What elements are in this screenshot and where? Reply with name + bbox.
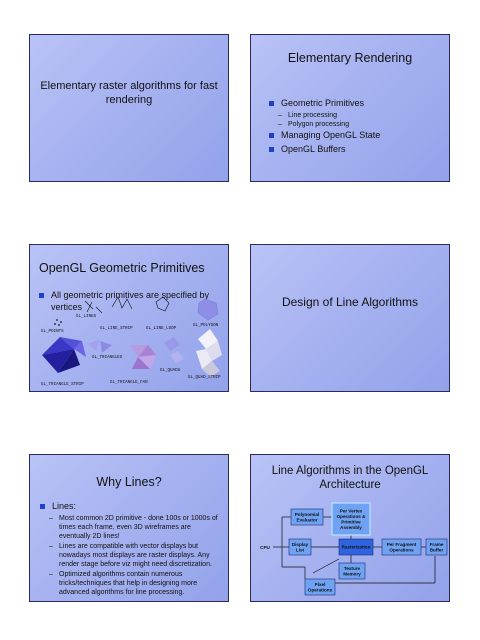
slide-1: Elementary raster algorithms for fast re…: [29, 34, 229, 182]
quads-figure: [164, 337, 184, 363]
label-gl-polygon: GL_POLYGON: [193, 324, 219, 328]
texture-memory-label: Memory: [343, 571, 361, 576]
slide-title: Why Lines?: [96, 475, 162, 489]
line-loop-figure: [155, 296, 170, 312]
slide-4: Design of Line Algorithms: [250, 244, 450, 392]
polynomial-evaluator-label: Evaluator: [297, 517, 318, 522]
slide-title: Design of Line Algorithms: [281, 295, 419, 309]
bullet-item: Geometric Primitives: [269, 97, 443, 109]
per-fragment-label: Per Fragment: [387, 542, 417, 547]
display-list-label: List: [296, 547, 305, 552]
sub-bullet-item: Most common 2D primitive - done 100s or …: [49, 514, 222, 541]
bullet-item: Managing OpenGL State: [269, 129, 443, 141]
pixel-operations-label: Pixel: [315, 582, 326, 587]
label-gl-triangle-fan: GL_TRIANGLE_FAN: [110, 381, 148, 385]
label-gl-triangles: GL_TRIANGLES: [92, 356, 123, 360]
frame-buffer-label: Frame: [430, 542, 444, 547]
label-gl-triangle-strip: GL_TRIANGLE_STRIP: [41, 383, 84, 387]
bullet-item: All geometric primitives are specified b…: [39, 289, 220, 313]
bullet-list: Lines: Most common 2D primitive - done 1…: [40, 500, 222, 598]
pixel-operations-label: Operations: [308, 587, 333, 592]
label-gl-quads: GL_QUADS: [160, 369, 181, 373]
label-gl-quad-strip: GL_QUAD_STRIP: [188, 376, 221, 380]
frame-buffer-label: Buffer: [430, 547, 444, 552]
label-gl-lines: GL_LINES: [76, 315, 97, 319]
per-fragment-label: Operations: [389, 547, 414, 552]
bullet-list: All geometric primitives are specified b…: [39, 289, 220, 315]
polynomial-evaluator-label: Polynomial: [295, 512, 320, 517]
slide-title: Elementary Rendering: [287, 51, 413, 65]
texture-memory-label: Texture: [344, 566, 361, 571]
display-list-label: Display: [292, 542, 309, 547]
label-gl-points: GL_POINTS: [41, 330, 64, 334]
slide-title: Elementary raster algorithms for fast re…: [40, 80, 218, 106]
slide-6: Line Algorithms in the OpenGL Architectu…: [250, 454, 450, 602]
per-vertex-label: Per Vertex: [340, 509, 363, 514]
points-figure: [54, 319, 62, 326]
quad-strip-figure: [196, 329, 222, 377]
diagram-connectors: [273, 516, 436, 584]
rasterization-box: Rasterization: [338, 538, 374, 556]
slide-title: OpenGL Geometric Primitives: [39, 261, 205, 275]
slide-3: OpenGL Geometric Primitives All geometri…: [29, 244, 229, 392]
slide-title: Line Algorithms in the OpenGL Architectu…: [271, 465, 429, 491]
sub-bullet-item: Optimized algorithms contain numerous tr…: [49, 570, 222, 597]
label-gl-line-strip: GL_LINE_STRIP: [100, 327, 133, 331]
sub-bullet-item: Polygon processing: [278, 120, 443, 129]
triangles-figure: [88, 339, 112, 353]
bullet-item: Lines:: [40, 500, 222, 512]
sub-bullet-item: Line processing: [278, 111, 443, 120]
line-strip-figure: [111, 296, 133, 310]
rasterization-label: Rasterization: [342, 545, 371, 550]
label-gl-line-loop: GL_LINE_LOOP: [146, 327, 177, 331]
triangle-fan-figure: [130, 345, 156, 369]
polygon-figure: [197, 298, 219, 321]
per-vertex-label: Assembly: [340, 525, 362, 530]
sub-bullet-list: Most common 2D primitive - done 100s or …: [40, 514, 222, 597]
per-vertex-label: Operations &: [337, 514, 367, 519]
primitives-figure: GL_LINES GL_POINTS GL_LINE_STRIP GL_LINE…: [41, 296, 222, 387]
slide-2: Elementary Rendering Geometric Primitive…: [250, 34, 450, 182]
lines-figure: [84, 300, 103, 314]
triangle-strip-figure: [42, 337, 86, 373]
bullet-list: Geometric PrimitivesLine processingPolyg…: [269, 97, 443, 157]
slide-5: Why Lines? Lines: Most common 2D primiti…: [29, 454, 229, 602]
per-vertex-label: Primitive: [341, 519, 361, 524]
cpu-label: CPU: [260, 545, 270, 550]
sub-bullet-item: Lines are compatible with vector display…: [49, 542, 222, 569]
bullet-item: OpenGL Buffers: [269, 143, 443, 155]
